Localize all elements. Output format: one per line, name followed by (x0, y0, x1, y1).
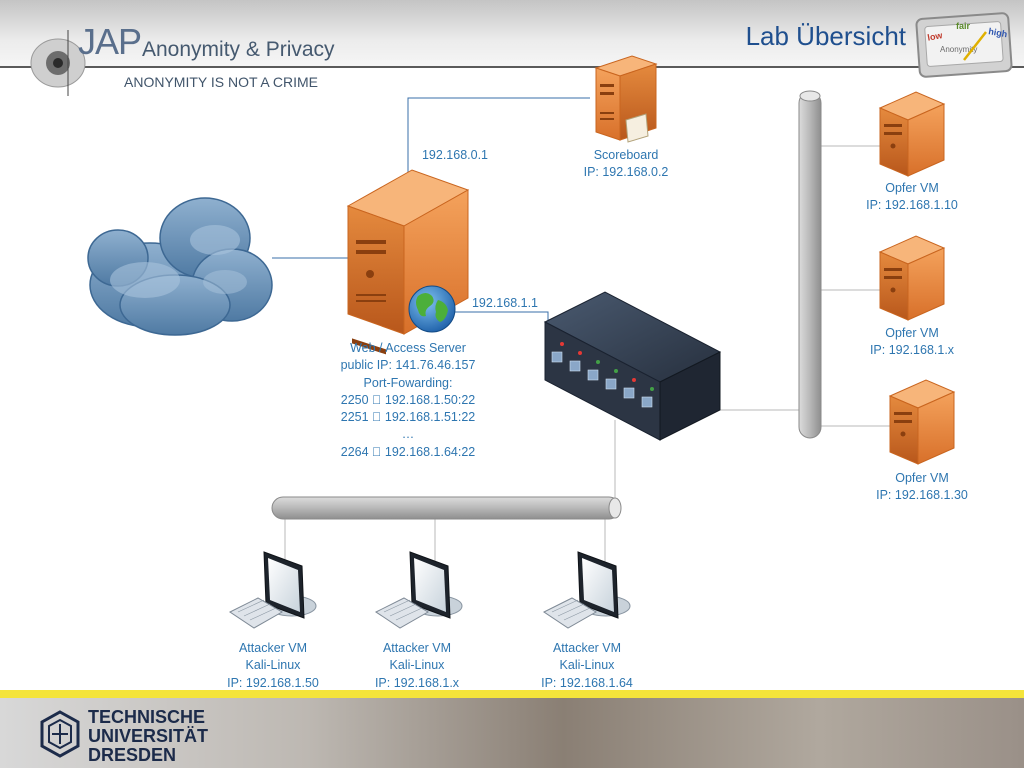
attacker-label-2: Attacker VM Kali-Linux IP: 192.168.1.x (357, 640, 477, 692)
connection-lines (272, 97, 590, 322)
server-public-ip: public IP: 141.76.46.157 (340, 358, 476, 373)
university-line-1: TECHNISCHE (88, 707, 206, 727)
footer-accent-bar (0, 690, 1024, 698)
attacker-3-os: Kali-Linux (559, 658, 615, 673)
attacker-label-1: Attacker VM Kali-Linux IP: 192.168.1.50 (213, 640, 333, 692)
footer-band (0, 698, 1024, 768)
port-forward-ellipsis: … (401, 427, 415, 442)
scoreboard-server-icon (594, 55, 658, 143)
attacker-1-ip: IP: 192.168.1.50 (227, 675, 319, 690)
server-label: Web / Access Server public IP: 141.76.46… (318, 340, 498, 461)
victim-3-ip: IP: 192.168.1.30 (876, 488, 968, 503)
tud-seal-icon (40, 710, 80, 758)
victim-lan-bus (798, 90, 822, 439)
attacker-1-name: Attacker VM (238, 641, 308, 655)
attacker-2-os: Kali-Linux (389, 658, 445, 673)
internet-cloud-icon (87, 197, 273, 336)
attacker-2-name: Attacker VM (382, 641, 452, 655)
scoreboard-ip: IP: 192.168.0.2 (583, 165, 669, 180)
network-switch-icon (543, 291, 722, 441)
attacker-label-3: Attacker VM Kali-Linux IP: 192.168.1.64 (527, 640, 647, 692)
victim-3-name: Opfer VM (895, 471, 949, 485)
link-label-lab: 192.168.1.1 (471, 296, 539, 310)
victim-server-icon-1 (878, 91, 946, 177)
server-name: Web / Access Server (350, 341, 466, 355)
brand-name: Anonymity & Privacy (142, 38, 335, 61)
victim-1-ip: IP: 192.168.1.10 (866, 198, 958, 213)
badge-low-label: low (927, 30, 944, 43)
victim-label-2: Opfer VM IP: 192.168.1.x (852, 325, 972, 360)
attacker-3-name: Attacker VM (552, 641, 622, 655)
victim-1-name: Opfer VM (885, 181, 939, 195)
network-diagram (87, 55, 956, 629)
badge-high-label: high (988, 26, 1008, 39)
victim-label-3: Opfer VM IP: 192.168.1.30 (862, 470, 982, 505)
attacker-workstation-icon-3 (543, 551, 631, 629)
badge-fair-label: fair (956, 21, 971, 31)
victim-server-icon-3 (888, 379, 956, 465)
port-forwarding-heading: Port-Fowarding: (363, 375, 453, 390)
port-forward-rule-1: 2250   192.168.1.50:22 (340, 392, 476, 407)
victim-label-1: Opfer VM IP: 192.168.1.10 (852, 180, 972, 215)
brand-tagline: ANONYMITY IS NOT A CRIME (124, 74, 318, 90)
university-line-2: UNIVERSITÄT (88, 726, 209, 746)
victim-server-icon-2 (878, 235, 946, 321)
university-line-3: DRESDEN (88, 745, 177, 765)
link-label-internal: 192.168.0.1 (421, 148, 489, 162)
globe-icon (408, 285, 456, 333)
web-access-server-icon (346, 169, 470, 355)
port-forward-rule-3: 2264   192.168.1.64:22 (340, 444, 476, 459)
badge-anonymity-label: Anonymity (940, 45, 977, 54)
attacker-workstation-icon-2 (375, 551, 463, 629)
scoreboard-label: Scoreboard IP: 192.168.0.2 (556, 147, 696, 182)
link-server-switch (450, 311, 549, 322)
page-title: Lab Übersicht (745, 21, 906, 51)
anonymity-meter-badge: low fair high Anonymity (915, 12, 1013, 78)
attacker-lan-bus (271, 496, 622, 520)
header-band (0, 0, 1024, 68)
brand-logo-jap: JAP (78, 21, 142, 62)
attacker-2-ip: IP: 192.168.1.x (374, 675, 460, 690)
attacker-workstation-icon-1 (229, 551, 317, 629)
header-divider (0, 66, 1024, 68)
victim-2-name: Opfer VM (885, 326, 939, 340)
scoreboard-name: Scoreboard (593, 148, 659, 162)
link-server-scoreboard (407, 97, 590, 172)
victim-2-ip: IP: 192.168.1.x (869, 343, 955, 358)
university-wordmark: TECHNISCHE UNIVERSITÄT DRESDEN (88, 708, 208, 765)
eye-logo-icon (30, 30, 86, 96)
port-forward-rule-2: 2251   192.168.1.51:22 (340, 410, 476, 425)
attacker-1-os: Kali-Linux (245, 658, 301, 673)
attacker-3-ip: IP: 192.168.1.64 (541, 675, 633, 690)
